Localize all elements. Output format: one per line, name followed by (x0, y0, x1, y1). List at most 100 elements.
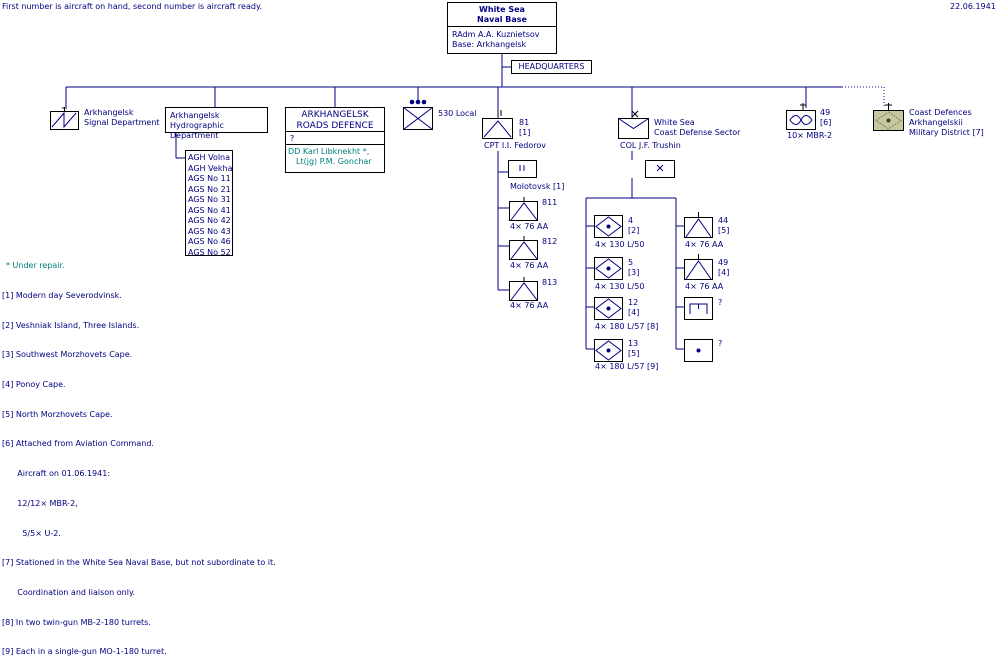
coast-battery-13-number: 13 (628, 339, 639, 348)
footnote: [2] Veshniak Island, Three Islands. (2, 320, 140, 330)
aa-battery-44-ref: [5] (718, 226, 730, 235)
molotovsk-label: Molotovsk [1] (510, 182, 565, 191)
connector-lines (65, 53, 885, 350)
list-item: AGH Volna (188, 153, 231, 162)
coast-defences-line3: Military District [7] (909, 128, 984, 137)
molotovsk-symbol (508, 160, 537, 178)
list-item: AGS No 31 (188, 195, 231, 204)
battery-811-symbol (509, 197, 538, 221)
footnote: [5] North Morzhovets Cape. (2, 409, 113, 419)
battalion-530-symbol (403, 99, 433, 130)
coast-battery-5-guns: 4× 130 L/50 (595, 282, 645, 291)
unknown-unit-b-label: ? (718, 339, 723, 348)
battery-812-symbol (509, 236, 538, 260)
battery-811-guns: 4× 76 AA (510, 222, 549, 231)
battery-813-symbol (509, 277, 538, 301)
coast-battery-5-number: 5 (628, 258, 634, 267)
signal-label-line2: Signal Department (84, 118, 160, 127)
coast-battery-12-symbol (594, 297, 623, 320)
hydro-ship-list: AGH Volna AGH Vekha AGS No 11 AGS No 21 … (185, 150, 233, 257)
hq-title-line2: Naval Base (477, 15, 527, 24)
footnote: [7] Stationed in the White Sea Naval Bas… (2, 558, 276, 568)
unknown-unit-a-symbol (684, 297, 713, 320)
battery-811-number: 811 (542, 198, 558, 207)
signal-unit-symbol (50, 107, 79, 130)
footnote: [8] In two twin-gun MB-2-180 turrets. (2, 617, 151, 627)
battery-813-guns: 4× 76 AA (510, 301, 549, 310)
aa81-commander: CPT I.I. Fedorov (484, 141, 546, 150)
footnote: [1] Modern day Severodvinsk. (2, 290, 122, 300)
hydro-label-line2: Hydrographic Department (170, 121, 224, 140)
list-item: AGS No 52 (188, 247, 231, 257)
coast-battery-12-ref: [4] (628, 308, 640, 317)
coast-hq-symbol (645, 160, 675, 178)
air-squadron-symbol (786, 103, 816, 130)
battery-813-number: 813 (542, 278, 558, 287)
air49-ready: [6] (820, 118, 832, 127)
hq-title: White Sea Naval Base (448, 3, 556, 27)
roads-title-line1: ARKHANGELSK (301, 110, 369, 120)
list-item: AGS No 43 (188, 226, 231, 236)
coast-sector-commander: COL J.F. Trushin (620, 141, 681, 150)
coast-battery-13-ref: [5] (628, 349, 640, 358)
coast-battery-12-guns: 4× 180 L/57 [8] (595, 322, 659, 331)
note-under-repair: * Under repair. (6, 261, 65, 270)
footnote: Coordination and liaison only. (2, 588, 136, 597)
coast-battery-4-ref: [2] (628, 226, 640, 235)
aa-battery-49-ref: [4] (718, 268, 730, 277)
footnote: [4] Ponoy Cape. (2, 379, 66, 389)
coast-defences-line2: Arkhangelskii (909, 118, 963, 127)
hq-title-line1: White Sea (479, 5, 525, 14)
list-item: AGS No 46 (188, 237, 231, 246)
roads-unknown: ? (286, 132, 384, 145)
coast-sector-label-line2: Coast Defense Sector (654, 128, 741, 137)
roads-title: ARKHANGELSK ROADS DEFENCE (286, 108, 384, 132)
aa-battery-49-number: 49 (718, 258, 729, 267)
aa-battery-44-guns: 4× 76 AA (685, 240, 724, 249)
coast-battery-4-symbol (594, 215, 623, 238)
unknown-unit-a-label: ? (718, 298, 723, 307)
legend-note: First number is aircraft on hand, second… (2, 2, 263, 11)
aa81-number: 81 (519, 118, 530, 127)
footnote: [6] Attached from Aviation Command. (2, 439, 154, 449)
coast-battery-13-symbol (594, 339, 623, 362)
footnote: [9] Each in a single-gun MO-1-180 turret… (2, 647, 167, 657)
footnote: Aircraft on 01.06.1941: (2, 469, 111, 479)
headquarters-box: HEADQUARTERS (511, 60, 592, 74)
coast-sector-symbol (618, 110, 649, 139)
battery-812-guns: 4× 76 AA (510, 261, 549, 270)
hq-box: White Sea Naval Base RAdm A.A. Kuznietso… (447, 2, 557, 54)
aa-regiment-symbol (482, 110, 513, 139)
aa-battery-44-symbol (684, 212, 713, 238)
date-label: 22.06.1941 (950, 2, 996, 11)
roads-ship-line1: DD Karl Libknekht *, (288, 147, 370, 156)
list-item: AGS No 21 (188, 184, 231, 194)
coast-battery-4-number: 4 (628, 216, 634, 225)
signal-label-line1: Arkhangelsk (84, 108, 134, 117)
air49-aircraft: 10× MBR-2 (787, 131, 833, 140)
local530-label: 530 Local (438, 109, 477, 118)
coast-battery-5-ref: [3] (628, 268, 640, 277)
footnotes: [1] Modern day Severodvinsk. [2] Veshnia… (2, 271, 276, 667)
battery-812-number: 812 (542, 237, 558, 246)
footnote: 12/12× MBR-2, (2, 498, 78, 508)
list-item: AGH Vekha (188, 163, 233, 173)
list-item: AGS No 42 (188, 216, 231, 225)
coast-sector-label-line1: White Sea (654, 118, 695, 127)
hq-base: Base: Arkhangelsk (452, 40, 527, 49)
coast-battery-12-number: 12 (628, 298, 639, 307)
list-item: AGS No 41 (188, 205, 231, 215)
hq-commander: RAdm A.A. Kuznietsov (452, 30, 540, 39)
aa-battery-49-guns: 4× 76 AA (685, 282, 724, 291)
roads-defence-box: ARKHANGELSK ROADS DEFENCE ? DD Karl Libk… (285, 107, 385, 173)
aa-battery-44-number: 44 (718, 216, 729, 225)
coast-defences-symbol (873, 103, 904, 131)
list-item: AGS No 11 (188, 174, 231, 183)
footnote: [3] Southwest Morzhovets Cape. (2, 350, 133, 360)
hydro-box: Arkhangelsk Hydrographic Department (165, 107, 268, 140)
roads-ship-line2: Lt(jg) P.M. Gonchar (296, 157, 372, 166)
footnote: 5/5× U-2. (2, 528, 61, 538)
coast-battery-4-guns: 4× 130 L/50 (595, 240, 645, 249)
aa-battery-49-symbol (684, 254, 713, 280)
coast-battery-13-guns: 4× 180 L/57 [9] (595, 362, 659, 371)
